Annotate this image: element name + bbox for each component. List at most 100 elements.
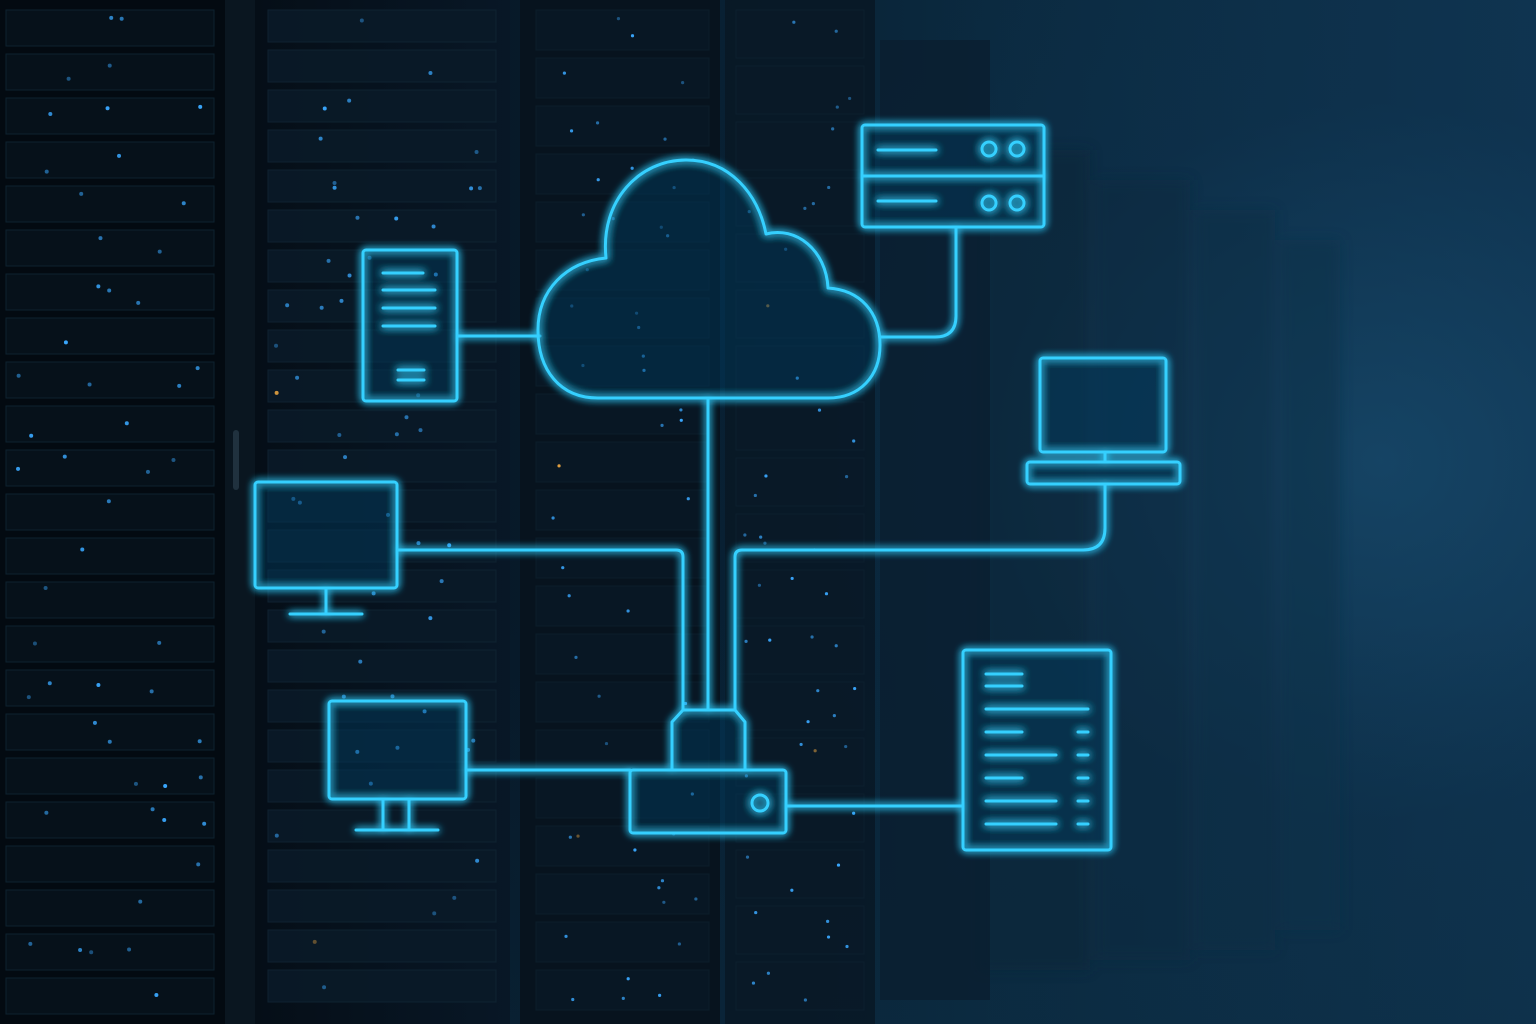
rack-led — [66, 76, 71, 81]
rack-led — [790, 576, 794, 581]
rack-slot — [5, 801, 215, 839]
rack-slot — [267, 209, 497, 243]
rack-led — [596, 178, 600, 182]
rack-slot — [5, 9, 215, 47]
rack-led — [551, 516, 555, 520]
rack-led — [803, 998, 808, 1002]
rack-led — [197, 739, 202, 744]
rack-slot — [735, 513, 865, 563]
rack-led — [428, 616, 433, 621]
rack-led — [658, 993, 662, 997]
rack-slot — [735, 625, 865, 675]
rack-led — [295, 375, 300, 380]
rack-slot — [735, 401, 865, 451]
rack-led — [44, 810, 49, 815]
rack-led — [78, 948, 83, 953]
rack-led — [198, 104, 203, 109]
rack-led — [564, 934, 568, 938]
rack-led — [561, 566, 565, 570]
rack-led — [834, 29, 838, 33]
rack-slot — [735, 961, 865, 1011]
rack-slot — [5, 889, 215, 927]
rack-led — [576, 834, 580, 838]
rack-led — [321, 629, 326, 634]
rack-leds — [16, 15, 857, 1002]
rack-slot — [5, 977, 215, 1015]
rack-led — [124, 421, 129, 426]
rack-led — [663, 137, 667, 141]
rack-slot — [535, 969, 710, 1011]
connector-server-cloud — [878, 225, 958, 339]
rack-slot — [535, 537, 710, 579]
rack-led — [763, 541, 767, 545]
rack-led — [136, 300, 141, 305]
rack-led — [694, 897, 698, 901]
rack-slot — [5, 713, 215, 751]
rack-led — [319, 305, 324, 310]
rack-led — [133, 781, 138, 786]
rack-led — [390, 694, 395, 699]
rack-led — [657, 886, 661, 890]
rack-led — [62, 454, 67, 459]
rack-led — [633, 848, 637, 852]
rack-led — [48, 112, 53, 117]
rack-led — [119, 16, 124, 21]
rack-led — [827, 185, 831, 190]
rack-led — [16, 466, 21, 471]
rack-slot — [5, 229, 215, 267]
rack-slot — [5, 669, 215, 707]
rack-led — [824, 592, 829, 596]
rack-slot — [535, 585, 710, 627]
report-document-icon — [961, 648, 1113, 852]
rack-led — [163, 783, 168, 788]
rack-led — [568, 835, 572, 839]
rack-led — [595, 121, 600, 125]
rack-led — [753, 493, 757, 498]
rack-slot — [267, 929, 497, 963]
rack-slot — [267, 49, 497, 83]
rack-led — [107, 63, 112, 68]
rack-led — [162, 818, 167, 823]
rack-led — [332, 185, 337, 190]
rack-led — [751, 981, 756, 985]
rack-led — [604, 741, 609, 746]
rack-led — [127, 947, 132, 952]
rack-led — [790, 888, 794, 892]
rack-slot — [735, 457, 865, 507]
rack-slot — [5, 845, 215, 883]
rack-led — [322, 106, 327, 111]
rack-led — [810, 635, 814, 639]
rack-led — [848, 96, 852, 101]
rack-led — [834, 644, 838, 648]
rack-led — [428, 71, 433, 76]
rack-slot — [735, 65, 865, 115]
rack-led — [562, 71, 567, 75]
rack-led — [679, 408, 683, 412]
rack-led — [744, 639, 748, 643]
rack-led — [766, 971, 771, 975]
rack-led — [332, 181, 337, 186]
rack-led — [621, 996, 625, 1000]
rack-led — [557, 464, 561, 468]
rack-led — [826, 919, 830, 923]
rack-slot — [267, 409, 497, 443]
rack-led — [759, 535, 763, 539]
rack-led — [475, 858, 480, 863]
rack-led — [29, 433, 34, 438]
rack-led — [626, 977, 630, 981]
rack-slot — [535, 489, 710, 531]
rack-led — [853, 686, 857, 691]
rack-led — [285, 303, 290, 308]
rack-led — [326, 258, 331, 263]
rack-led — [198, 775, 203, 780]
rack-led — [28, 941, 33, 946]
rack-led — [157, 640, 162, 645]
monitor-icon-second — [327, 699, 468, 832]
rack-led — [439, 579, 444, 584]
rack-led — [683, 701, 688, 706]
rack-led — [117, 153, 122, 158]
rack-led — [79, 191, 84, 196]
switch-hub-icon — [628, 708, 788, 835]
rack-led — [157, 249, 162, 254]
